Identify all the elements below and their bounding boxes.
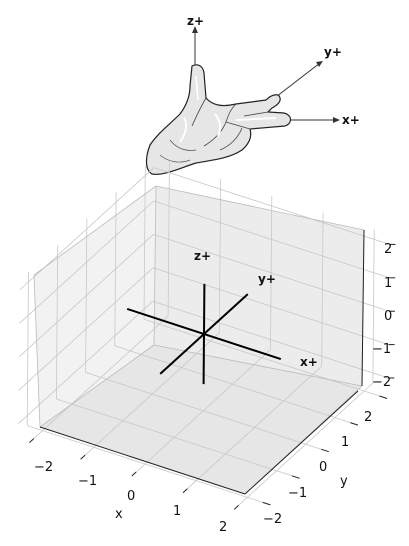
z-tick-label: −1 xyxy=(372,342,391,357)
y-tick-label: 0 xyxy=(319,460,327,475)
z-tick-label: 2 xyxy=(384,242,392,257)
y-tick-labels: −2 −1 0 1 2 xyxy=(263,410,372,527)
back-grid-line xyxy=(372,229,375,384)
hand-x-arrow xyxy=(290,117,340,123)
hand-icon xyxy=(145,64,292,175)
hand-x-label: x+ xyxy=(342,113,360,127)
y-tick-mark xyxy=(320,448,329,453)
x-axis-label: x xyxy=(115,507,123,522)
x-tick-label: 0 xyxy=(127,489,135,504)
back-grid-line xyxy=(153,167,390,245)
back-grid-line xyxy=(153,234,390,312)
z-tick-labels: −2 −1 0 1 2 xyxy=(372,242,392,390)
plot3d: −2 −1 0 1 2 x −2 −1 0 1 2 y −2 −1 0 1 2 … xyxy=(18,162,396,535)
back-grid-line xyxy=(153,200,390,279)
axis-lines xyxy=(126,283,282,385)
y-tick-mark xyxy=(262,501,271,506)
y-tick-label: −2 xyxy=(263,512,282,527)
y-tick-label: 2 xyxy=(364,410,372,425)
back-grid-line xyxy=(321,212,324,367)
left-grid-line xyxy=(143,165,146,320)
floor-grid-line xyxy=(238,382,374,506)
z-tick-label: −2 xyxy=(372,375,391,390)
y-plus-label: y+ xyxy=(258,272,276,286)
x-plus-label: x+ xyxy=(300,355,318,369)
left-grid-line xyxy=(114,192,117,346)
floor-grid-line xyxy=(85,372,322,450)
floor-grid-line xyxy=(187,366,322,489)
left-grid-line xyxy=(18,234,154,358)
z-tick-label: 0 xyxy=(384,309,392,324)
x-tick-mark xyxy=(131,471,137,477)
axis-line-z-plus xyxy=(202,283,206,385)
z-plus-label: z+ xyxy=(194,249,211,263)
x-tick-mark xyxy=(233,505,239,510)
x-tick-labels: −2 −1 0 1 2 xyxy=(34,460,227,535)
tick-marks xyxy=(29,243,396,510)
hand-z-label: z+ xyxy=(187,14,204,28)
y-tick-mark xyxy=(379,395,388,399)
floor-grid-line xyxy=(114,345,351,423)
z-tick-label: 1 xyxy=(384,276,392,291)
y-tick-label: −1 xyxy=(288,486,307,501)
hand-y-label: y+ xyxy=(324,45,342,59)
x-tick-label: −1 xyxy=(78,474,97,489)
x-tick-label: 1 xyxy=(173,504,181,519)
hand-y-arrow xyxy=(271,61,323,101)
hand-diagram: z+ y+ x+ xyxy=(145,14,360,175)
pane-left xyxy=(34,186,156,427)
y-axis-label: y xyxy=(340,474,348,489)
y-tick-mark xyxy=(291,475,300,479)
x-tick-label: 2 xyxy=(219,520,227,535)
pane-floor xyxy=(40,345,362,494)
left-grid-line xyxy=(19,200,154,324)
pane-back xyxy=(154,186,364,386)
floor-grid-line xyxy=(143,318,380,397)
x-tick-label: −2 xyxy=(34,460,53,475)
x-tick-mark xyxy=(29,438,35,443)
hand-z-arrow xyxy=(192,26,198,70)
x-tick-mark xyxy=(182,488,188,494)
x-tick-mark xyxy=(80,454,86,460)
left-grid-line xyxy=(19,167,155,291)
y-tick-mark xyxy=(350,422,359,426)
y-tick-label: 1 xyxy=(341,435,349,450)
